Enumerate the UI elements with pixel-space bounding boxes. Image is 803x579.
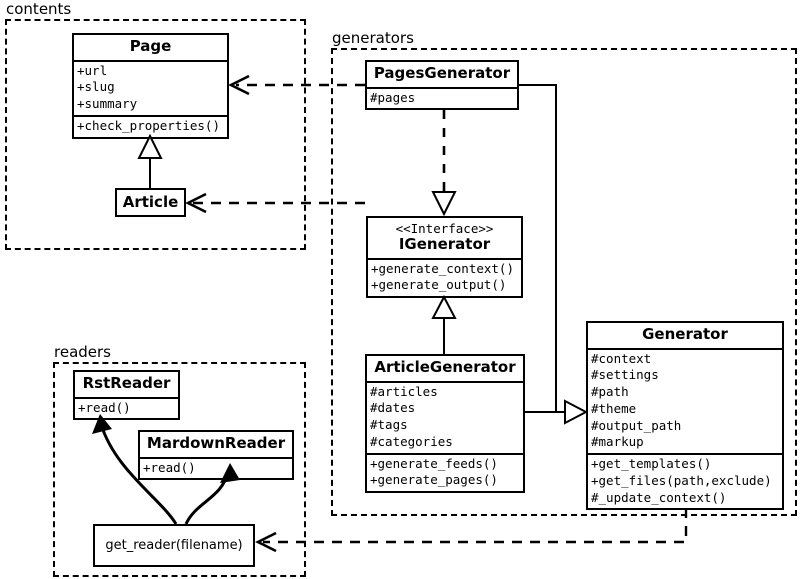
class-box-article-generator[interactable]: ArticleGenerator #articles #dates #tags … [365,354,525,494]
class-attributes-pages-generator: #pages [367,86,517,109]
class-stereotype-igenerator: <<Interface>> [395,221,494,236]
class-attributes-page: +url +slug +summary [74,59,227,115]
class-attributes-article-generator: #articles #dates #tags #categories [367,380,523,453]
class-name-mardown-reader: MardownReader [146,434,286,452]
function-label-get-reader: get_reader(filename) [105,538,243,553]
class-box-rst-reader[interactable]: RstReader +read() [73,370,180,421]
function-box-get-reader[interactable]: get_reader(filename) [93,524,255,567]
attribute: #context [591,350,652,366]
attribute: #settings [591,367,659,383]
class-name-page: Page [129,37,172,55]
attribute: +slug [77,79,115,95]
class-name-article-generator: ArticleGenerator [374,358,516,376]
operation: +generate_output() [371,277,507,293]
attribute: #markup [591,434,644,450]
class-box-article[interactable]: Article [115,188,186,217]
class-name-igenerator: <<Interface>> IGenerator [368,218,521,258]
package-label-contents: contents [6,0,72,18]
attribute: #categories [370,433,453,449]
attribute: +url [77,62,108,78]
class-box-page[interactable]: Page +url +slug +summary +check_properti… [72,33,229,139]
class-operations-igenerator: +generate_context() +generate_output() [368,257,521,297]
class-box-pages-generator[interactable]: PagesGenerator #pages [365,60,519,111]
operation: +generate_feeds() [370,455,498,471]
operation: +get_templates() [591,456,712,472]
operation: +generate_pages() [370,472,498,488]
package-label-readers: readers [54,343,111,361]
operation: +read() [78,399,131,415]
operation: +get_files(path,exclude) [591,472,772,488]
class-operations-mardown-reader: +read() [140,456,292,479]
class-box-generator[interactable]: Generator #context #settings #path #them… [586,321,784,511]
class-attributes-generator: #context #settings #path #theme #output_… [588,347,782,454]
package-frame-readers [53,362,306,577]
attribute: #path [591,384,629,400]
class-operations-rst-reader: +read() [75,396,178,419]
class-name-text: IGenerator [398,235,491,253]
class-box-igenerator[interactable]: <<Interface>> IGenerator +generate_conte… [366,216,523,299]
class-name-pages-generator: PagesGenerator [373,64,511,82]
attribute: +summary [77,96,138,112]
attribute: #output_path [591,417,682,433]
class-box-mardown-reader[interactable]: MardownReader +read() [138,430,294,481]
class-operations-page: +check_properties() [74,114,227,137]
attribute: #theme [591,400,637,416]
operation: +check_properties() [77,117,220,133]
attribute: #pages [370,89,416,105]
class-name-article: Article [122,192,179,211]
operation: +read() [143,459,196,475]
operation: #_update_context() [591,489,727,505]
package-label-generators: generators [332,29,414,47]
attribute: #articles [370,383,438,399]
class-operations-generator: +get_templates() +get_files(path,exclude… [588,453,782,508]
class-operations-article-generator: +generate_feeds() +generate_pages() [367,452,523,492]
class-name-rst-reader: RstReader [82,374,171,392]
attribute: #tags [370,417,408,433]
class-name-generator: Generator [642,325,728,343]
operation: +generate_context() [371,260,514,276]
package-frame-contents [5,19,306,250]
attribute: #dates [370,400,416,416]
